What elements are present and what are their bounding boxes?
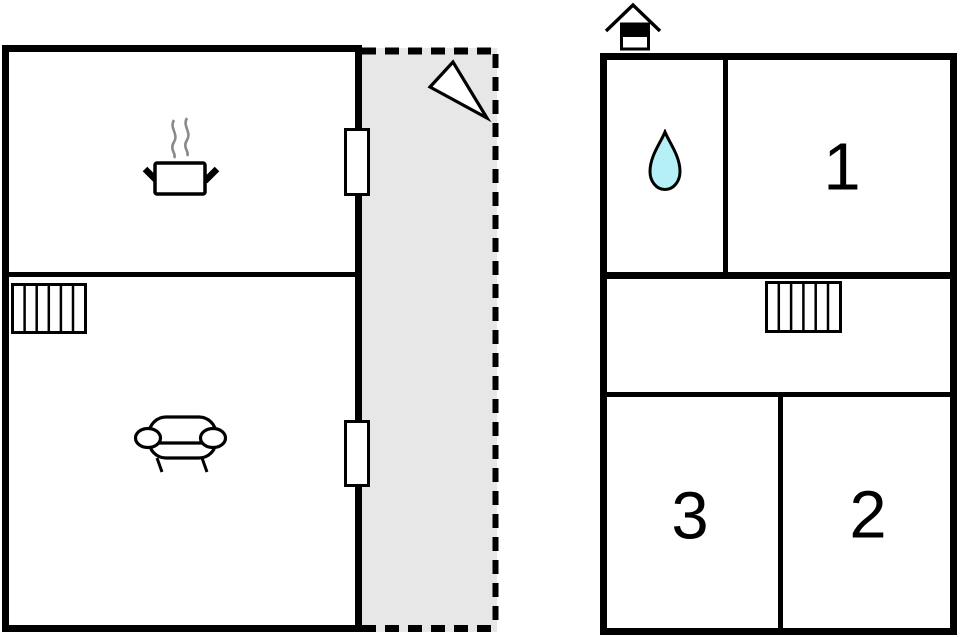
interior-wall-vertical-upper (723, 60, 728, 272)
room-label-3: 3 (671, 478, 709, 554)
compass-arrow-icon (427, 59, 492, 123)
interior-wall-vertical-lower (778, 397, 783, 628)
interior-wall-horizontal (9, 272, 355, 277)
entrance-house-icon (604, 2, 662, 51)
bathroom-room (607, 60, 723, 272)
interior-wall-horizontal-upper (607, 272, 950, 279)
kitchen-room (9, 52, 355, 272)
water-drop-icon (648, 129, 682, 192)
left-building-outline (2, 45, 362, 632)
landing-room (607, 279, 950, 392)
terrace-area (362, 47, 500, 632)
cooking-pot-icon (142, 117, 220, 196)
living-room (9, 277, 355, 625)
window-marker (344, 128, 370, 196)
room-label-2: 2 (849, 477, 887, 553)
room-label-1: 1 (823, 129, 861, 205)
window-marker (344, 420, 370, 487)
right-building-outline: 1 3 2 (600, 53, 957, 635)
stairs-icon (11, 283, 87, 334)
sofa-icon (133, 415, 228, 473)
interior-wall-horizontal-lower (607, 392, 950, 397)
terrace-floor (362, 48, 497, 632)
stairs-icon (765, 281, 842, 333)
